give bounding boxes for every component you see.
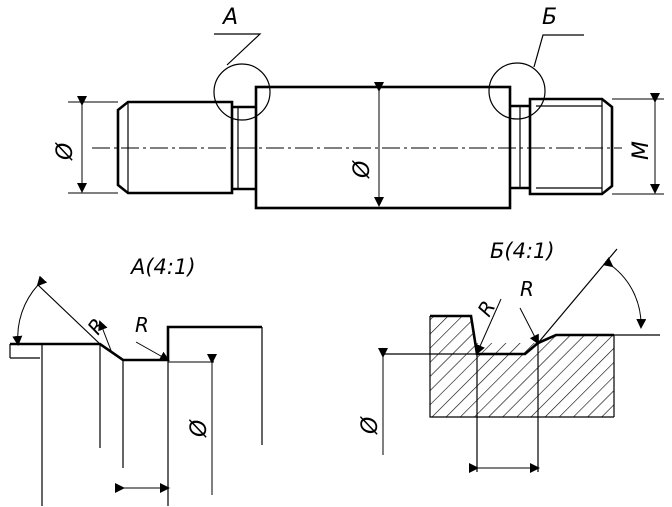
detail-a-title: A(4:1) xyxy=(129,255,196,279)
detail-a-callout-circle xyxy=(213,63,271,121)
detail-a-diameter-label: Ø xyxy=(187,419,212,438)
detail-b-angle-dimension xyxy=(602,257,647,329)
detail-b-leader xyxy=(533,34,584,68)
detail-b-view: Б(4:1) R R Ø xyxy=(358,239,660,473)
detail-b-angle-line xyxy=(537,248,618,344)
detail-b-radius-right-arrow xyxy=(519,307,539,345)
center-diameter-label: Ø xyxy=(350,160,375,179)
detail-b-radius-right-label: R xyxy=(520,277,534,301)
detail-a-radius-left-label: R xyxy=(82,314,110,339)
detail-a-radius-left-arrow xyxy=(98,320,113,354)
detail-a-verticals xyxy=(41,327,263,506)
detail-b-radius-left-arrow xyxy=(475,298,502,355)
detail-a-view: A(4:1) R R Ø xyxy=(9,255,263,506)
detail-a-radius-right-arrow xyxy=(135,341,170,361)
left-groove xyxy=(232,105,256,191)
detail-b-radius-left-label: R xyxy=(473,296,501,320)
detail-b-title: Б(4:1) xyxy=(490,239,555,263)
detail-b-profile xyxy=(430,314,614,356)
detail-b-hatch-left xyxy=(430,316,538,417)
right-threaded-end xyxy=(528,97,614,196)
detail-a-leader xyxy=(214,33,262,66)
detail-a-left-extension xyxy=(9,344,40,359)
detail-a-angle-line xyxy=(37,284,101,345)
detail-b-hatch-right xyxy=(538,335,614,417)
main-shaft-view: Ø Ø M A Б xyxy=(53,5,664,210)
detail-a-profile xyxy=(10,325,262,362)
detail-b-diameter-label: Ø xyxy=(358,416,383,435)
detail-a-radius-right-label: R xyxy=(135,313,149,337)
thread-label: M xyxy=(629,141,654,160)
detail-a-angle-dimension xyxy=(12,275,48,346)
detail-b-callout-circle xyxy=(488,62,546,120)
left-diameter-label: Ø xyxy=(53,142,78,161)
detail-a-callout-label: A xyxy=(221,5,238,30)
detail-b-callout-label: Б xyxy=(542,5,557,30)
detail-b-boundaries xyxy=(429,316,615,472)
